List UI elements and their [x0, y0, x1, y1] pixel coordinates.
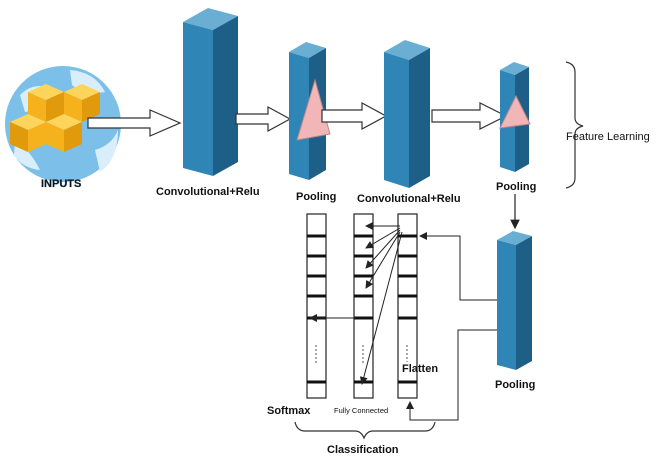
- fully-connected-label: Fully Connected: [334, 406, 388, 415]
- inputs-icon: [5, 66, 121, 182]
- classification-label: Classification: [327, 444, 399, 456]
- connector-line: [419, 232, 497, 301]
- cube-icon: [46, 114, 82, 152]
- kernel-triangle-icon: [499, 94, 531, 129]
- pool2-block: [499, 62, 531, 172]
- feature-learning-label: Feature Learning: [566, 131, 650, 143]
- pool3-block: [497, 231, 532, 370]
- flatten-label: Flatten: [402, 363, 438, 375]
- classification-brace: [294, 421, 436, 440]
- conv1-label: Convolutional+Relu: [156, 186, 260, 198]
- connector-line: [406, 329, 497, 421]
- pool1-block: [289, 42, 331, 180]
- cube-icon: [28, 84, 64, 122]
- conv2-block: [384, 40, 430, 188]
- pool2-label: Pooling: [496, 181, 536, 193]
- pool1-label: Pooling: [296, 191, 336, 203]
- flow-arrow: [87, 109, 182, 137]
- flow-arrow: [321, 101, 388, 131]
- softmax-column: [306, 213, 327, 399]
- pool3-label: Pooling: [495, 379, 535, 391]
- cube-icon: [10, 114, 46, 152]
- inputs-label: INPUTS: [41, 178, 81, 190]
- conv2-label: Convolutional+Relu: [357, 193, 461, 205]
- flatten-column: [397, 213, 418, 399]
- flow-arrow: [431, 102, 508, 130]
- flow-arrow: [235, 105, 292, 133]
- softmax-label: Softmax: [267, 405, 311, 417]
- fully-connected-column: [353, 213, 374, 399]
- kernel-triangle-icon: [296, 78, 331, 141]
- fc-connections: [359, 222, 403, 385]
- conv1-block: [183, 8, 238, 176]
- cube-icon: [64, 84, 100, 122]
- feature-learning-brace: [565, 61, 584, 189]
